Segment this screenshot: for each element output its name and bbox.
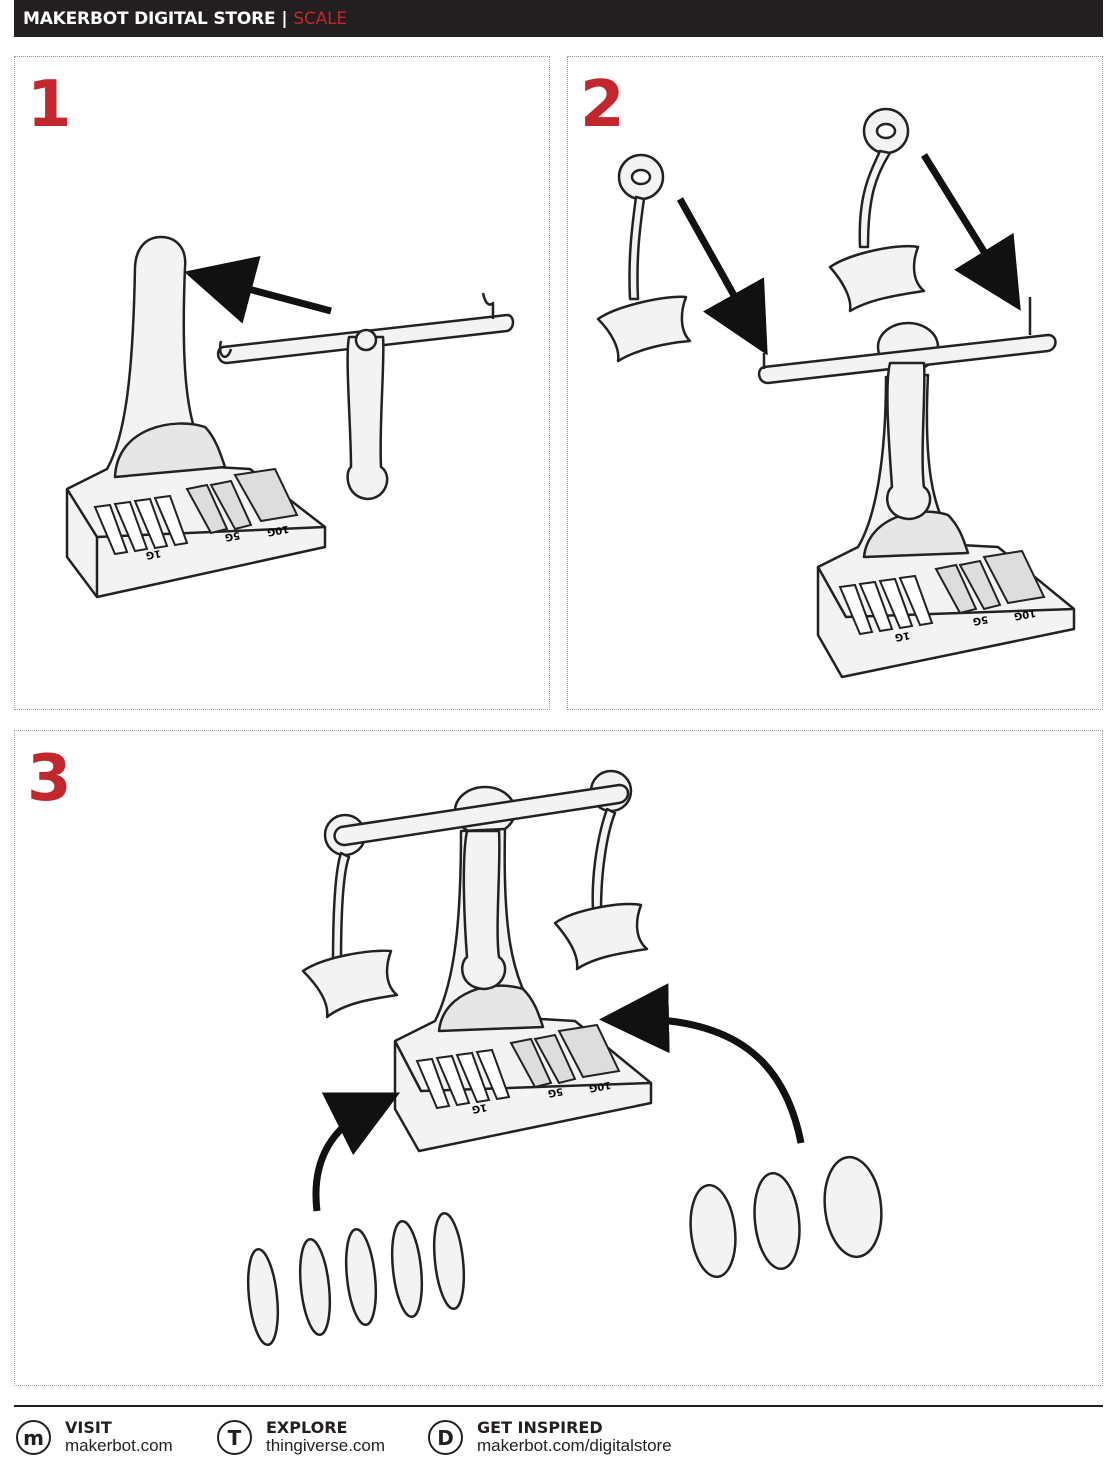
scale-base [65, 235, 327, 599]
step-1-panel: 1 1G 5G 10G [14, 56, 550, 710]
footer-visit[interactable]: m VISIT makerbot.com [16, 1418, 173, 1455]
base-label-10g: 10G [266, 523, 290, 538]
thingiverse-t-icon: T [217, 1420, 252, 1455]
step-1-number: 1 [27, 68, 72, 142]
base-label-10g: 10G [1013, 607, 1037, 622]
footer-get-inspired-link[interactable]: makerbot.com/digitalstore [477, 1435, 672, 1455]
footer-get-inspired-text: GET INSPIRED makerbot.com/digitalstore [477, 1418, 672, 1455]
base-label-1g: 1G [145, 547, 162, 560]
scale-base [816, 373, 1076, 679]
step-3-right-arrow [599, 983, 805, 1144]
step-2-illustration: 1G 5G 10G [596, 107, 1076, 679]
step-2-panel: 2 [567, 56, 1103, 710]
base-label-1g: 1G [471, 1101, 488, 1114]
footer-explore-label: EXPLORE [266, 1418, 348, 1438]
step-3-left-arrow [312, 1092, 401, 1212]
footer-visit-text: VISIT makerbot.com [65, 1418, 173, 1455]
footer-explore[interactable]: T EXPLORE thingiverse.com [217, 1418, 386, 1455]
base-slots [93, 467, 299, 556]
base-label-5g: 5G [547, 1085, 564, 1098]
step-3-panel: 3 1G [14, 730, 1103, 1386]
beam-assembly [757, 297, 1057, 521]
base-slots [838, 549, 1046, 636]
right-pan-hanger [828, 107, 926, 313]
left-pan-hanger [596, 153, 692, 363]
footer-explore-text: EXPLORE thingiverse.com [266, 1418, 386, 1455]
header-bar: MAKERBOT DIGITAL STORE | SCALE [14, 0, 1103, 37]
header-separator: | [281, 8, 288, 29]
step-1-illustration: 1G 5G 10G [65, 235, 515, 599]
footer-get-inspired-label: GET INSPIRED [477, 1418, 603, 1438]
digitalstore-d-icon: D [428, 1420, 463, 1455]
base-label-5g: 5G [972, 613, 989, 626]
small-weights [246, 1211, 466, 1347]
step-2-right-arrow [921, 153, 1021, 311]
step-2-left-arrow [676, 197, 768, 356]
step-3-illustration: 1G 5G 10G [246, 769, 883, 1347]
footer-get-inspired[interactable]: D GET INSPIRED makerbot.com/digitalstore [428, 1418, 672, 1455]
base-label-1g: 1G [894, 629, 911, 642]
footer-rule [14, 1405, 1103, 1407]
step-3-number: 3 [27, 742, 72, 816]
base-label-5g: 5G [224, 529, 241, 542]
makerbot-m-icon: m [16, 1420, 51, 1455]
footer-explore-link[interactable]: thingiverse.com [266, 1435, 386, 1455]
footer-visit-label: VISIT [65, 1418, 112, 1438]
product-title: SCALE [293, 8, 347, 29]
step-1-arrow [183, 256, 332, 324]
step-2-number: 2 [580, 68, 625, 142]
beam-assembly [216, 292, 515, 501]
large-weights [689, 1155, 883, 1279]
base-slots [415, 1023, 621, 1110]
footer-visit-link[interactable]: makerbot.com [65, 1435, 173, 1455]
base-label-10g: 10G [588, 1079, 612, 1094]
brand-title: MAKERBOT DIGITAL STORE [23, 8, 276, 29]
